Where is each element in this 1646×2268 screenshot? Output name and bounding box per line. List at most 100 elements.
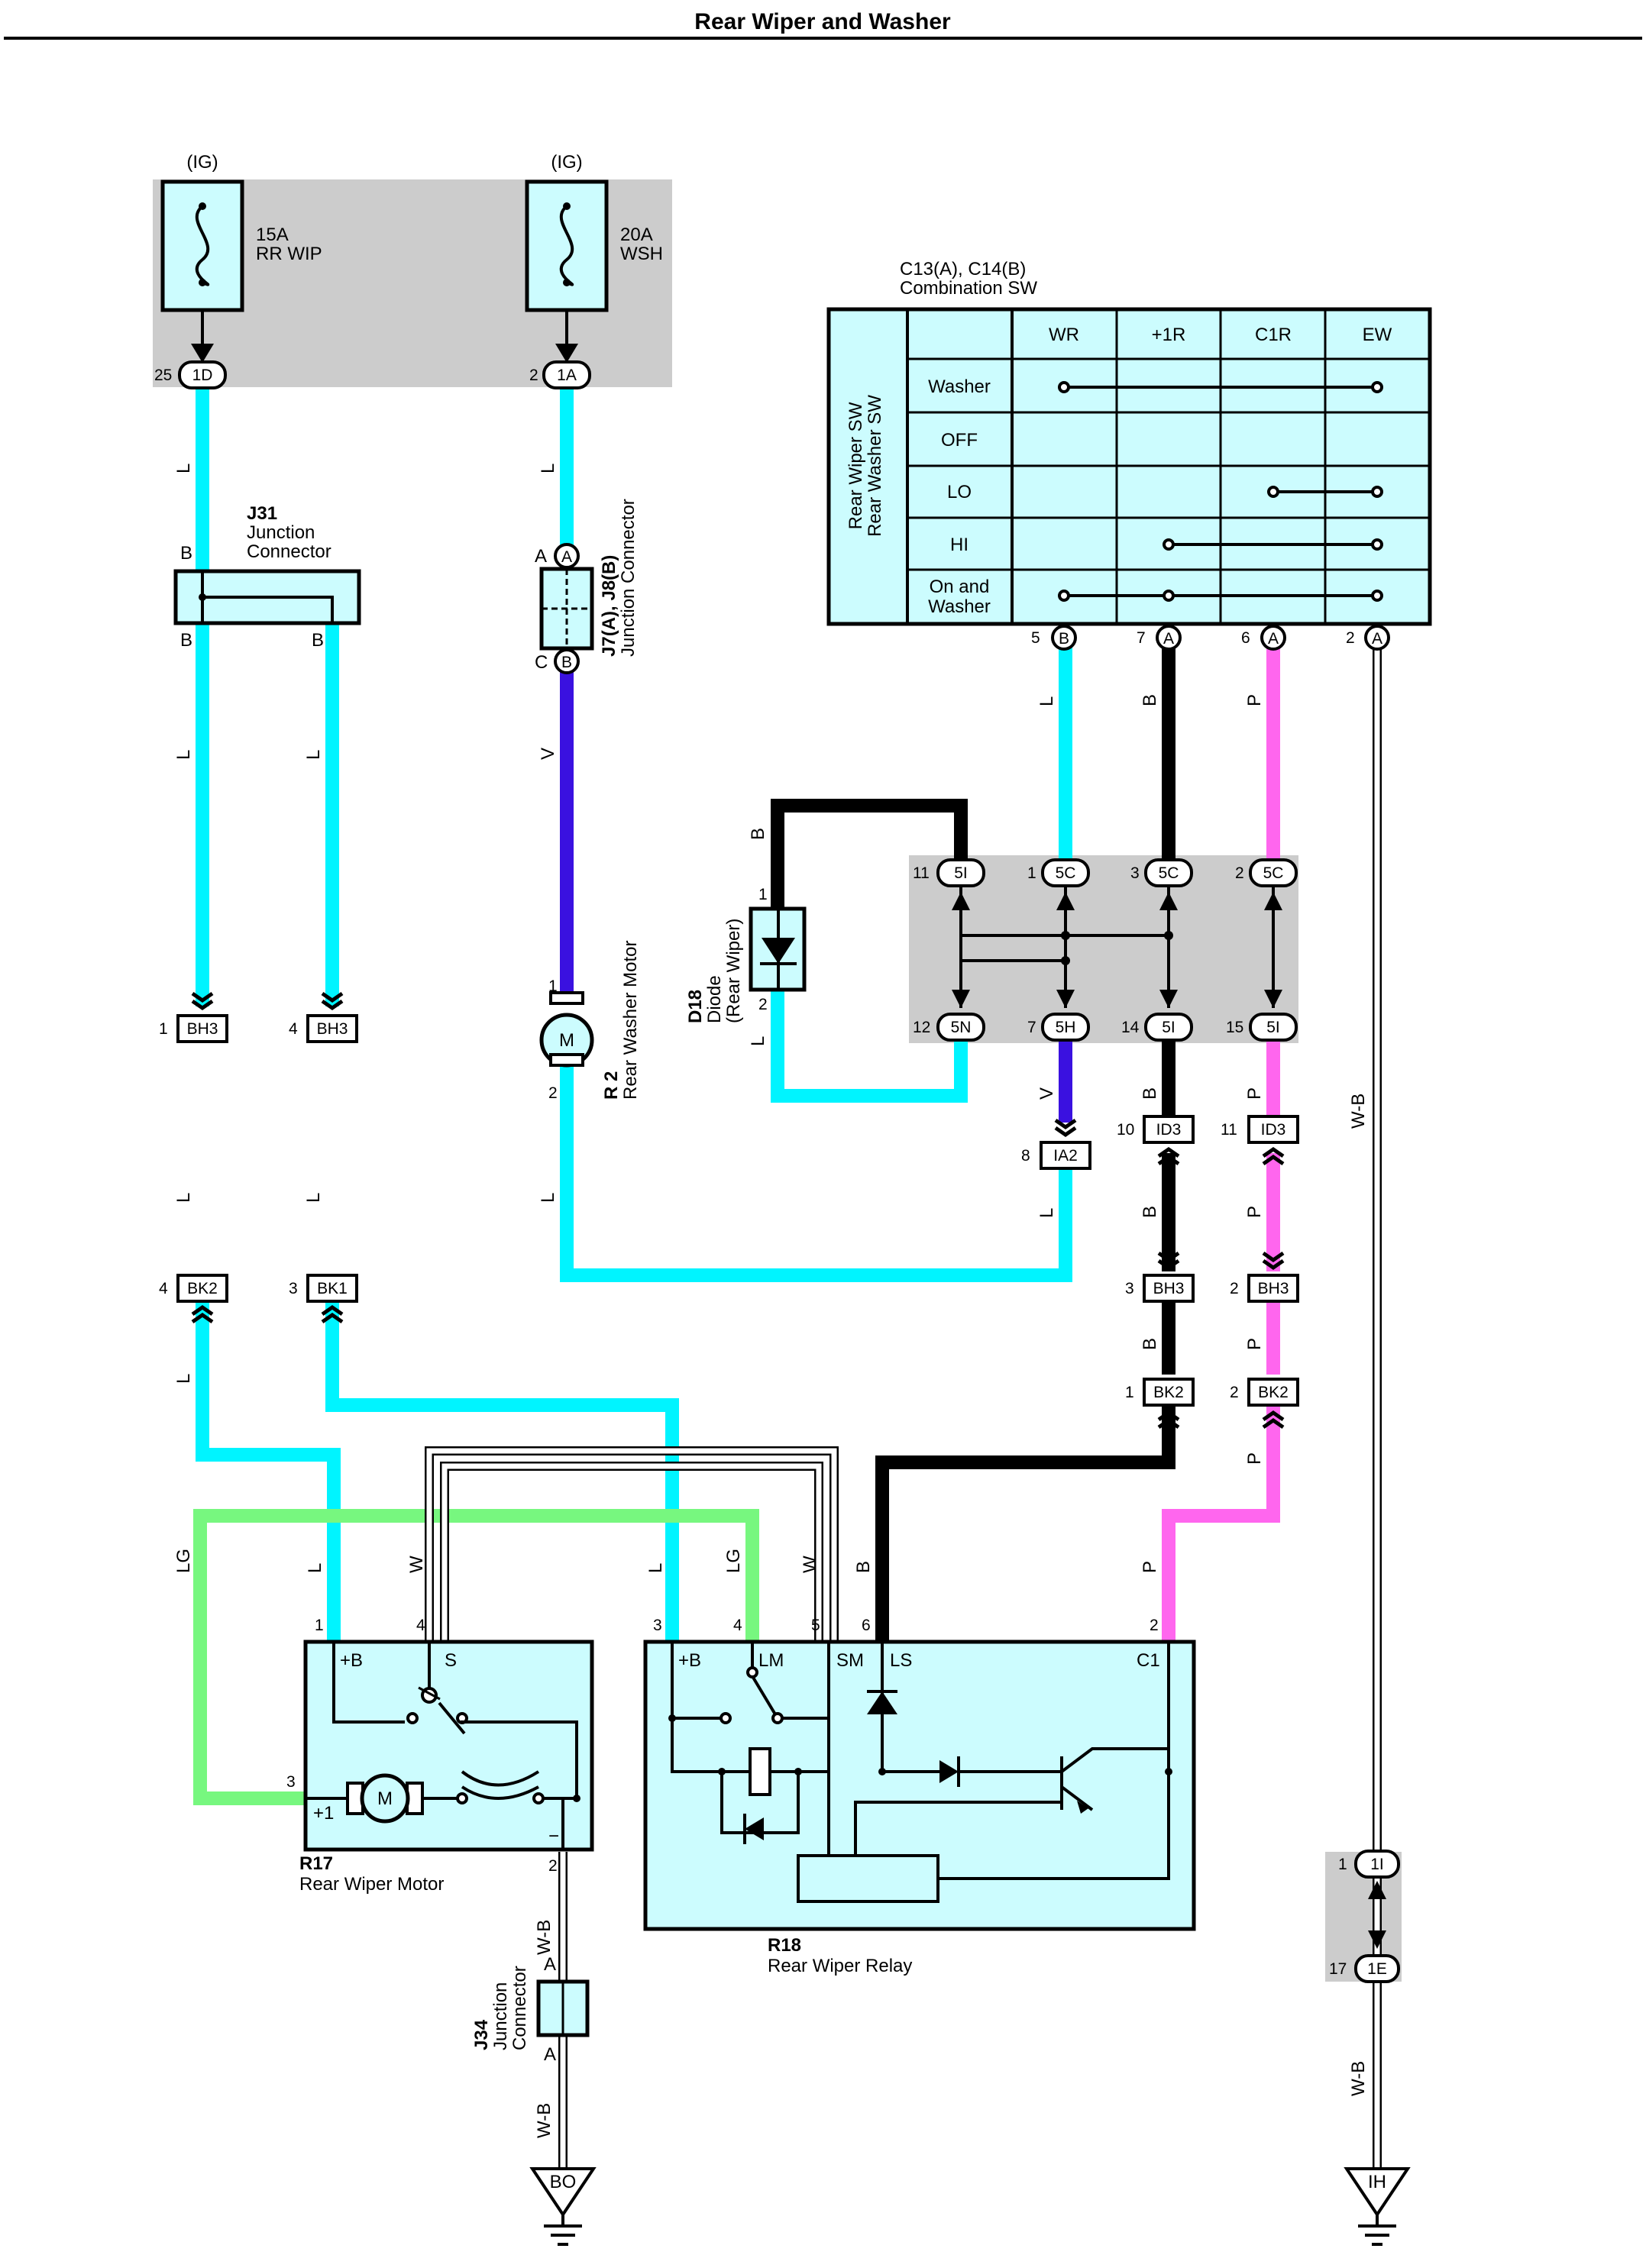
j34-junction-connector: A A J34 Junction Connector: [471, 1954, 590, 2065]
fuse-rr-wip-box: [160, 179, 244, 312]
jb-arrow-top-11: [952, 892, 970, 910]
jb-arrow-top-2: [1264, 892, 1282, 910]
chevron-bk1-3: [321, 1304, 344, 1324]
j7-j8-junction-connector: A A C B J7(A), J8(B) Junction Connector: [535, 499, 639, 674]
r17-motor-m: M: [377, 1788, 393, 1809]
junction-block-dots: [1061, 931, 1173, 965]
wl-b-3: B: [1140, 1087, 1160, 1100]
wl-p-5: P: [1244, 1452, 1265, 1465]
jb-top-2-conn: 5C: [1263, 864, 1284, 882]
r18-pin5: 5: [811, 1617, 820, 1634]
wl-l-4: L: [303, 750, 324, 760]
jb-arrow-top-3: [1159, 892, 1178, 910]
wire-w-2-inner: [441, 1463, 822, 1642]
r18-rear-wiper-relay: 3 4 5 6 2 +B LM SM LS C1: [643, 1617, 1196, 1976]
d18-pin1: 1: [758, 886, 768, 903]
bh3-2-label: BH3: [1258, 1280, 1289, 1297]
r18-pin3: 3: [653, 1617, 662, 1634]
jb-bottom-pins: 12 5N 7 5H 14 5I 15 5I: [913, 1013, 1298, 1042]
combo-col-1r: +1R: [1152, 325, 1186, 345]
fuse-wsh-name: WSH: [620, 244, 663, 264]
r17-term-s: S: [445, 1650, 457, 1671]
wire-w-1-inner: [426, 1448, 837, 1642]
wl-l-12: L: [305, 1563, 325, 1573]
e1-box: [1354, 1954, 1400, 1983]
chevron-bk2-2: [1262, 1410, 1285, 1430]
r17-pin3: 3: [286, 1773, 296, 1791]
r2-motor-m: M: [559, 1030, 574, 1051]
diagram-title: Rear Wiper and Washer: [694, 9, 951, 34]
wl-wb-1: W-B: [1348, 1094, 1369, 1129]
fuse-wsh-symbol: [559, 205, 574, 286]
combo-pins: 5 B 7 A 6 A 2 A: [1031, 624, 1390, 651]
chevron-ia2-8: [1054, 1118, 1077, 1138]
r18-internal: [671, 1642, 1170, 1903]
fuse-wsh-rating: 20A: [620, 225, 653, 245]
connector-chevrons: [191, 991, 1285, 1430]
i1-label: 1I: [1370, 1856, 1384, 1873]
wires: [193, 387, 1382, 2169]
r17-rear-wiper-motor: 1 4 +B S M 3 +1 −: [286, 1617, 594, 1895]
ground-ih-label: IH: [1368, 2172, 1386, 2192]
jb-arrow-top-1: [1056, 892, 1075, 910]
combo-col-ew: EW: [1363, 325, 1392, 345]
combo-pin-2-label: A: [1372, 630, 1382, 648]
jb-top-3-conn: 5C: [1159, 864, 1179, 882]
ia2-8-box: [1040, 1141, 1091, 1170]
bk2-2-label: BK2: [1258, 1384, 1289, 1401]
bh3-3-label: BH3: [1153, 1280, 1185, 1297]
r2-rear-washer-motor: 1 M 2 R 2 Rear Washer Motor: [539, 940, 641, 1102]
jb-top-3-num: 3: [1130, 864, 1140, 882]
wl-p-4: P: [1244, 1338, 1265, 1350]
id3-10-label: ID3: [1156, 1121, 1182, 1139]
j34-name-2: Connector: [509, 1966, 530, 2050]
wl-v-2: V: [1036, 1087, 1057, 1100]
combo-col-c1r: C1R: [1255, 325, 1292, 345]
wire-w-2: [440, 1462, 823, 1642]
r18-term-sm: SM: [836, 1650, 864, 1671]
r2-pin1: 1: [548, 977, 558, 995]
bk2-4-box: [176, 1274, 228, 1303]
wl-p-3: P: [1244, 1206, 1265, 1218]
wire-b-bk2-r18: [875, 1405, 1175, 1642]
combination-switch: C13(A), C14(B) Combination SW Rear Wiper…: [826, 259, 1432, 651]
wl-b-2: B: [748, 828, 768, 840]
id3-10-num: 10: [1117, 1121, 1134, 1139]
conn-1a-label: 1A: [557, 367, 577, 384]
d18-ref: D18: [685, 990, 706, 1023]
jb-bot-7-conn: 5H: [1056, 1019, 1076, 1036]
ground-ih: IH: [1344, 2167, 1411, 2246]
jb-bot-7-num: 7: [1027, 1019, 1036, 1036]
combo-pin-6-label: A: [1268, 630, 1279, 648]
wl-b-4: B: [1140, 1206, 1160, 1218]
i1-box: [1354, 1850, 1400, 1879]
fuse-rr-wip-name: RR WIP: [256, 244, 322, 264]
jb-arrow-bot-7: [1056, 990, 1075, 1008]
wire-b-5i-diode: [771, 799, 968, 909]
jb-top-11-num: 11: [913, 864, 930, 882]
j34-ref: J34: [471, 2019, 492, 2050]
id3-11-label: ID3: [1261, 1121, 1286, 1139]
r18-term-b: +B: [678, 1650, 701, 1671]
combo-pin-5-label: B: [1059, 630, 1069, 648]
j7-pin-c: B: [561, 654, 572, 671]
bh3-4-num: 4: [289, 1020, 298, 1038]
d18-name-1: Diode: [704, 975, 725, 1023]
arrow-1i-up: [1368, 1881, 1386, 1899]
jb-top-1-num: 1: [1027, 864, 1036, 882]
chevron-bh3-2: [1262, 1251, 1285, 1271]
e1-num: 17: [1329, 1960, 1347, 1978]
jb-arrow-bot-14: [1159, 990, 1178, 1008]
r17-motor: [360, 1773, 410, 1824]
bh3-2-num: 2: [1230, 1280, 1239, 1297]
j31-pin-top: B: [180, 543, 192, 564]
bk1-3-box: [306, 1274, 358, 1303]
wl-l-7: L: [538, 1193, 558, 1203]
bk2-4-label: BK2: [187, 1280, 218, 1297]
jb-top-11-conn: 5I: [954, 864, 968, 882]
combo-row-hi: HI: [950, 535, 969, 555]
j7-pin-a-label: A: [535, 546, 547, 567]
combo-sw-name: Combination SW: [900, 278, 1037, 299]
r17-pin4: 4: [416, 1617, 425, 1634]
conn-1a: [542, 360, 591, 389]
